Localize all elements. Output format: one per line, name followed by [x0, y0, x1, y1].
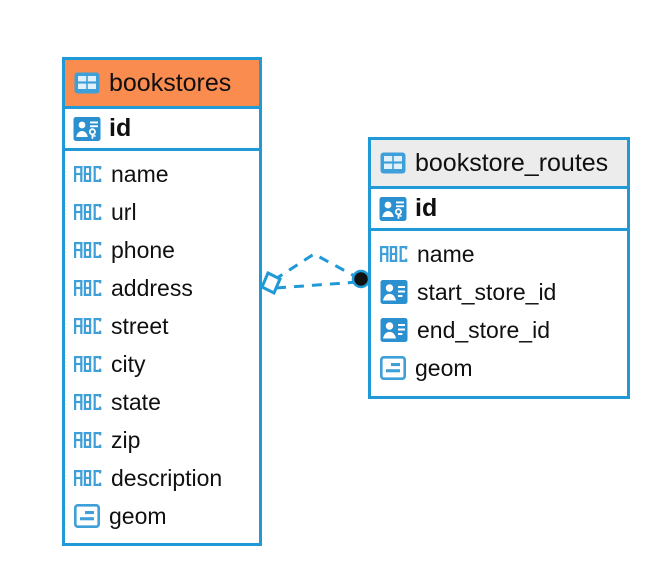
- field-label: street: [111, 312, 169, 339]
- field-row[interactable]: phone: [65, 231, 259, 269]
- field-row[interactable]: address: [65, 269, 259, 307]
- abc-text-icon: [74, 204, 102, 220]
- field-label: url: [111, 198, 137, 225]
- field-label: end_store_id: [417, 316, 550, 343]
- field-row[interactable]: description: [65, 459, 259, 497]
- field-row[interactable]: zip: [65, 421, 259, 459]
- geometry-icon: [380, 356, 406, 380]
- primary-key-icon: [379, 196, 407, 222]
- field-label: zip: [111, 426, 141, 453]
- abc-text-icon: [74, 470, 102, 486]
- table-icon: [74, 72, 100, 94]
- diamond-marker: [260, 270, 282, 296]
- abc-text-icon: [74, 280, 102, 296]
- primary-key-icon: [73, 116, 101, 142]
- relationship-edge-lower: [275, 280, 359, 290]
- field-row[interactable]: url: [65, 193, 259, 231]
- field-list-bookstores: name: [65, 151, 259, 541]
- field-row[interactable]: state: [65, 383, 259, 421]
- abc-text-icon: [74, 394, 102, 410]
- field-label: name: [111, 160, 169, 187]
- field-row[interactable]: geom: [65, 497, 259, 535]
- primary-key-row-bookstores[interactable]: id: [65, 106, 259, 151]
- field-label: description: [111, 464, 223, 491]
- field-label: start_store_id: [417, 278, 557, 305]
- field-label: city: [111, 350, 146, 377]
- field-label: state: [111, 388, 161, 415]
- abc-text-icon: [74, 242, 102, 258]
- field-list-bookstore-routes: name start_store_id: [371, 231, 627, 393]
- abc-text-icon: [74, 356, 102, 372]
- field-label: name: [417, 240, 475, 267]
- entity-title: bookstore_routes: [415, 148, 609, 177]
- field-label: address: [111, 274, 193, 301]
- foreign-key-icon: [380, 279, 408, 305]
- primary-key-label: id: [109, 114, 132, 142]
- field-row[interactable]: name: [65, 155, 259, 193]
- primary-key-row-bookstore-routes[interactable]: id: [371, 186, 627, 231]
- primary-key-label: id: [415, 194, 438, 222]
- field-row[interactable]: end_store_id: [371, 311, 627, 349]
- entity-header-bookstores[interactable]: bookstores: [65, 60, 259, 106]
- field-label: phone: [111, 236, 175, 263]
- entity-header-bookstore-routes[interactable]: bookstore_routes: [371, 140, 627, 186]
- field-label: geom: [415, 354, 473, 381]
- field-row[interactable]: start_store_id: [371, 273, 627, 311]
- entity-title: bookstores: [109, 68, 232, 97]
- abc-text-icon: [380, 246, 408, 262]
- field-row[interactable]: city: [65, 345, 259, 383]
- abc-text-icon: [74, 166, 102, 182]
- table-icon: [380, 152, 406, 174]
- geometry-icon: [74, 504, 100, 528]
- field-row[interactable]: street: [65, 307, 259, 345]
- foreign-key-icon: [380, 317, 408, 343]
- field-label: geom: [109, 502, 167, 529]
- field-row[interactable]: name: [371, 235, 627, 273]
- relationship-connector[interactable]: [252, 238, 382, 318]
- abc-text-icon: [74, 432, 102, 448]
- relationship-edge-upper: [273, 252, 361, 282]
- entity-bookstore-routes[interactable]: bookstore_routes id: [368, 137, 630, 399]
- entity-bookstores[interactable]: bookstores id: [62, 57, 262, 546]
- field-row[interactable]: geom: [371, 349, 627, 387]
- abc-text-icon: [74, 318, 102, 334]
- filled-circle-marker: [351, 269, 371, 289]
